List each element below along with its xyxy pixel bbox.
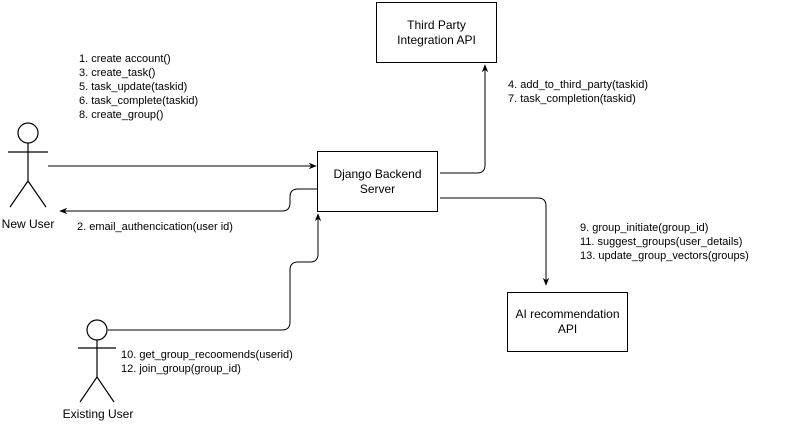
existing-user-calls-note: 10. get_group_recoomends(userid) 12. joi… xyxy=(121,348,293,376)
third-party-api-node: Third Party Integration API xyxy=(376,2,497,63)
new-user-label: New User xyxy=(1,217,55,231)
existing-user-figure xyxy=(78,319,116,403)
third-party-api-label-line-1: Third Party xyxy=(407,17,466,32)
call-1: 1. create account() xyxy=(79,53,171,65)
call-5: 5. task_update(taskid) xyxy=(79,81,188,93)
ai-api-label-line-1: AI recommendation xyxy=(515,307,620,321)
ai-recommendation-api-node: AI recommendation API xyxy=(507,292,628,352)
new-user-calls-note: 1. create account() 3. create_task() 5. … xyxy=(79,52,198,122)
edge-server-to-new-user xyxy=(59,188,317,215)
ai-calls-note: 9. group_initiate(group_id) 11. suggest_… xyxy=(580,221,749,263)
call-9: 9. group_initiate(group_id) xyxy=(580,222,709,234)
django-server-node: Django Backend Server xyxy=(317,151,438,212)
call-12: 12. join_group(group_id) xyxy=(121,363,241,375)
edge-existing-user-to-server xyxy=(108,213,322,331)
edge-server-to-third-party xyxy=(440,64,489,174)
call-8: 8. create_group() xyxy=(79,109,164,121)
third-party-api-label-line-2: Integration API xyxy=(397,32,476,47)
third-party-calls-note: 4. add_to_third_party(taskid) 7. task_co… xyxy=(508,78,648,106)
call-11: 11. suggest_groups(user_details) xyxy=(580,236,743,248)
new-user-figure xyxy=(8,122,48,208)
call-3: 3. create_task() xyxy=(79,67,156,79)
call-7: 7. task_completion(taskid) xyxy=(508,93,636,105)
django-server-label-line-2: Server xyxy=(359,181,396,196)
call-4: 4. add_to_third_party(taskid) xyxy=(508,79,649,91)
call-13: 13. update_group_vectors(groups) xyxy=(580,250,749,262)
ai-api-label-line-2: API xyxy=(557,322,578,336)
email-auth-note: 2. email_authencication(user id) xyxy=(77,221,233,233)
call-10: 10. get_group_recoomends(userid) xyxy=(121,349,293,361)
django-server-label-line-1: Django Backend xyxy=(333,166,422,181)
edge-server-to-ai xyxy=(440,197,550,286)
existing-user-label: Existing User xyxy=(62,407,134,421)
call-6: 6. task_complete(taskid) xyxy=(79,95,199,107)
